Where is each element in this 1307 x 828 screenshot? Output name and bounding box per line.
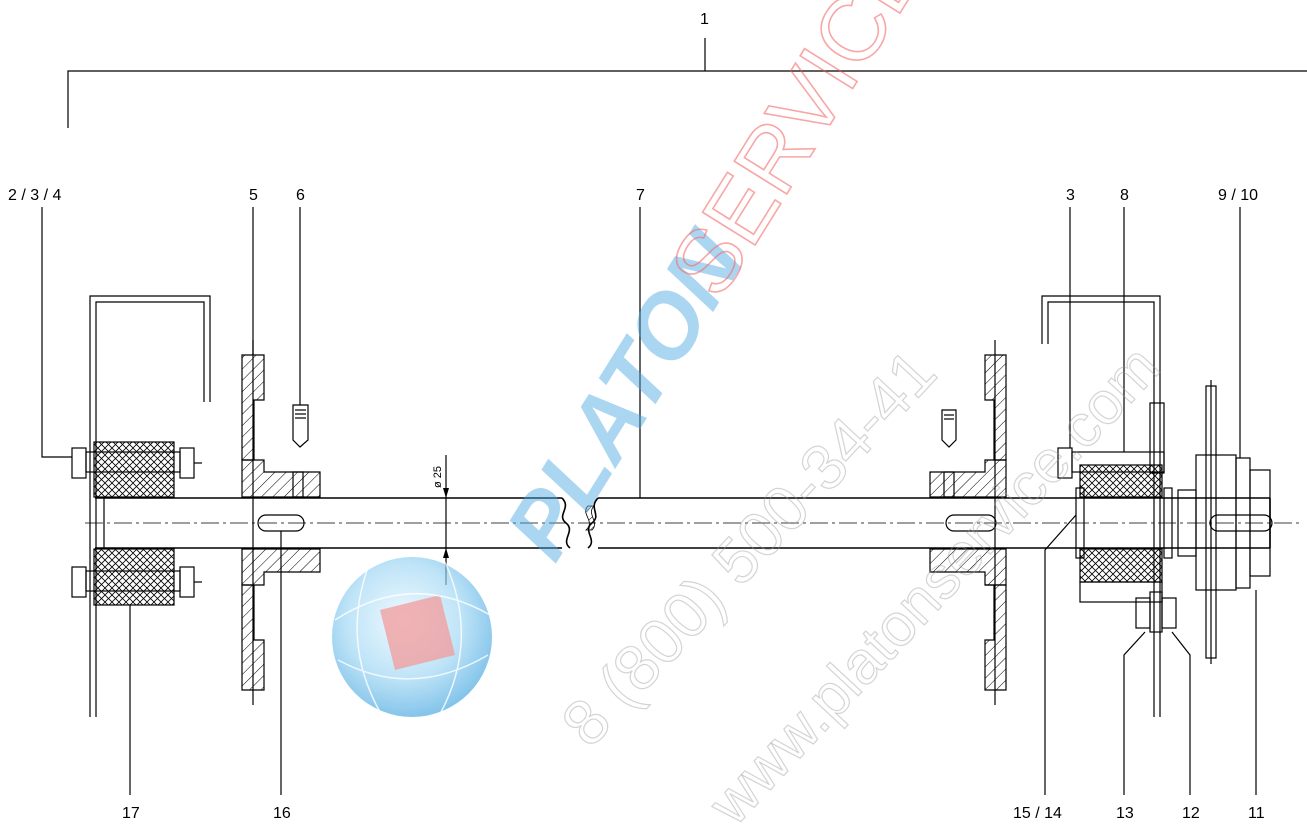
callout-17: 17: [122, 805, 140, 822]
callout-8: 8: [1120, 187, 1129, 204]
right-sprocket: [929, 340, 1007, 705]
callout-12: 12: [1182, 805, 1200, 822]
watermark: PLATON SERVICE 8 (800) 500-34-41 www.pla…: [332, 0, 1173, 828]
left-set-screw: [292, 404, 309, 448]
leader-lines: [41, 207, 1257, 795]
callout-3: 3: [1066, 187, 1075, 204]
left-bracket: [89, 295, 211, 717]
assembly-bracket: [67, 38, 1307, 128]
left-bearing: [93, 441, 175, 606]
drive-sprocket: [1177, 380, 1271, 664]
diameter-label: ø 25: [432, 466, 444, 488]
callout-13: 13: [1116, 805, 1134, 822]
callout-15-14: 15 / 14: [1013, 805, 1062, 822]
callout-9-10: 9 / 10: [1218, 187, 1258, 204]
callout-1: 1: [700, 11, 709, 28]
right-bracket: [1041, 295, 1161, 717]
callout-2-3-4: 2 / 3 / 4: [8, 187, 61, 204]
callout-5: 5: [249, 187, 258, 204]
shaft: [85, 497, 1300, 549]
right-bearing: [1075, 464, 1173, 603]
keyway-right: [1209, 514, 1273, 532]
callout-7: 7: [636, 187, 645, 204]
left-sprocket: [241, 340, 321, 705]
callout-6: 6: [296, 187, 305, 204]
keyway-center-right: [945, 514, 997, 532]
watermark-brand-service: SERVICE: [651, 0, 944, 313]
right-set-screw: [941, 409, 957, 448]
right-bolts: [1057, 402, 1177, 633]
callout-11: 11: [1248, 805, 1265, 822]
callout-16: 16: [273, 805, 291, 822]
watermark-globe-icon: [332, 557, 492, 717]
left-bolts: [71, 447, 202, 598]
